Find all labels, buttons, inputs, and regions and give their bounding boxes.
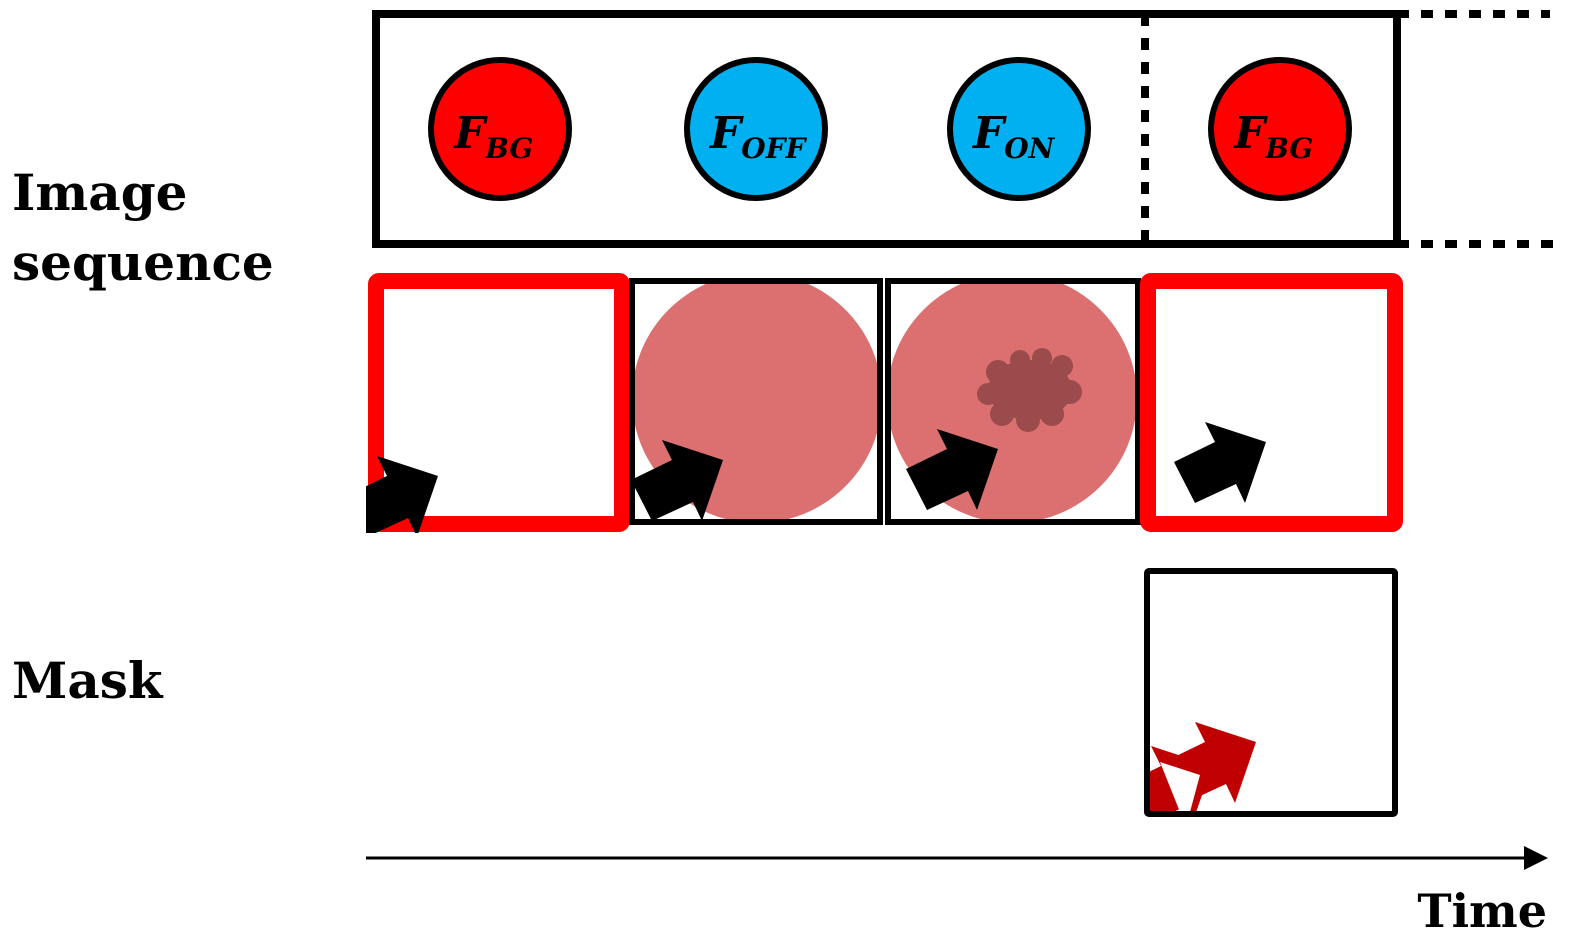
frame-subscript: BG bbox=[1264, 132, 1313, 165]
sequence-item-2: FOFF bbox=[684, 57, 828, 201]
time-label: Time bbox=[1417, 884, 1547, 938]
frame-type-label: FON bbox=[971, 108, 1056, 165]
time-axis-arrowhead-icon bbox=[1524, 846, 1548, 870]
sequence-item-3: FON bbox=[947, 57, 1091, 201]
frame-2 bbox=[629, 278, 883, 525]
frame-4-border bbox=[1140, 273, 1403, 532]
frame-symbol: F bbox=[452, 108, 488, 159]
frame-3 bbox=[885, 278, 1141, 525]
frame-type-label: FOFF bbox=[708, 108, 808, 165]
frame-subscript: ON bbox=[1004, 132, 1055, 165]
mask-gap bbox=[1160, 762, 1200, 811]
frame-symbol: F bbox=[1232, 108, 1268, 159]
frame-type-circle bbox=[947, 57, 1091, 201]
frame-symbol: F bbox=[971, 108, 1007, 159]
mask-label: Mask bbox=[12, 651, 164, 710]
arrow-icon bbox=[906, 429, 998, 510]
sequence-box bbox=[372, 10, 1401, 248]
frame-subscript: BG bbox=[484, 132, 533, 165]
frame-2-border bbox=[629, 278, 883, 525]
frame-1-border bbox=[368, 273, 630, 532]
frame-type-label: FBG bbox=[1232, 108, 1313, 165]
sequence-item-4: FBG bbox=[1208, 57, 1352, 201]
frame-type-circle bbox=[428, 57, 572, 201]
frame-subscript: OFF bbox=[741, 132, 807, 165]
image-sequence-label-line2: sequence bbox=[12, 233, 274, 292]
lesion-blob bbox=[977, 348, 1082, 432]
frame-3-border bbox=[885, 278, 1141, 525]
mask-frame-border bbox=[1144, 568, 1398, 817]
frame-type-label: FBG bbox=[452, 108, 533, 165]
arrow-icon bbox=[631, 440, 723, 521]
frame-4 bbox=[1140, 273, 1403, 532]
frame-type-circle bbox=[1208, 57, 1352, 201]
arrow-icon bbox=[1174, 422, 1266, 503]
frame-type-circle bbox=[684, 57, 828, 201]
image-sequence-label-line1: Image bbox=[12, 163, 187, 222]
mask-frame bbox=[1144, 568, 1398, 817]
frame-symbol: F bbox=[708, 108, 744, 159]
frame-1 bbox=[366, 273, 630, 533]
arrow-icon bbox=[366, 456, 438, 533]
sequence-item-1: FBG bbox=[428, 57, 572, 201]
